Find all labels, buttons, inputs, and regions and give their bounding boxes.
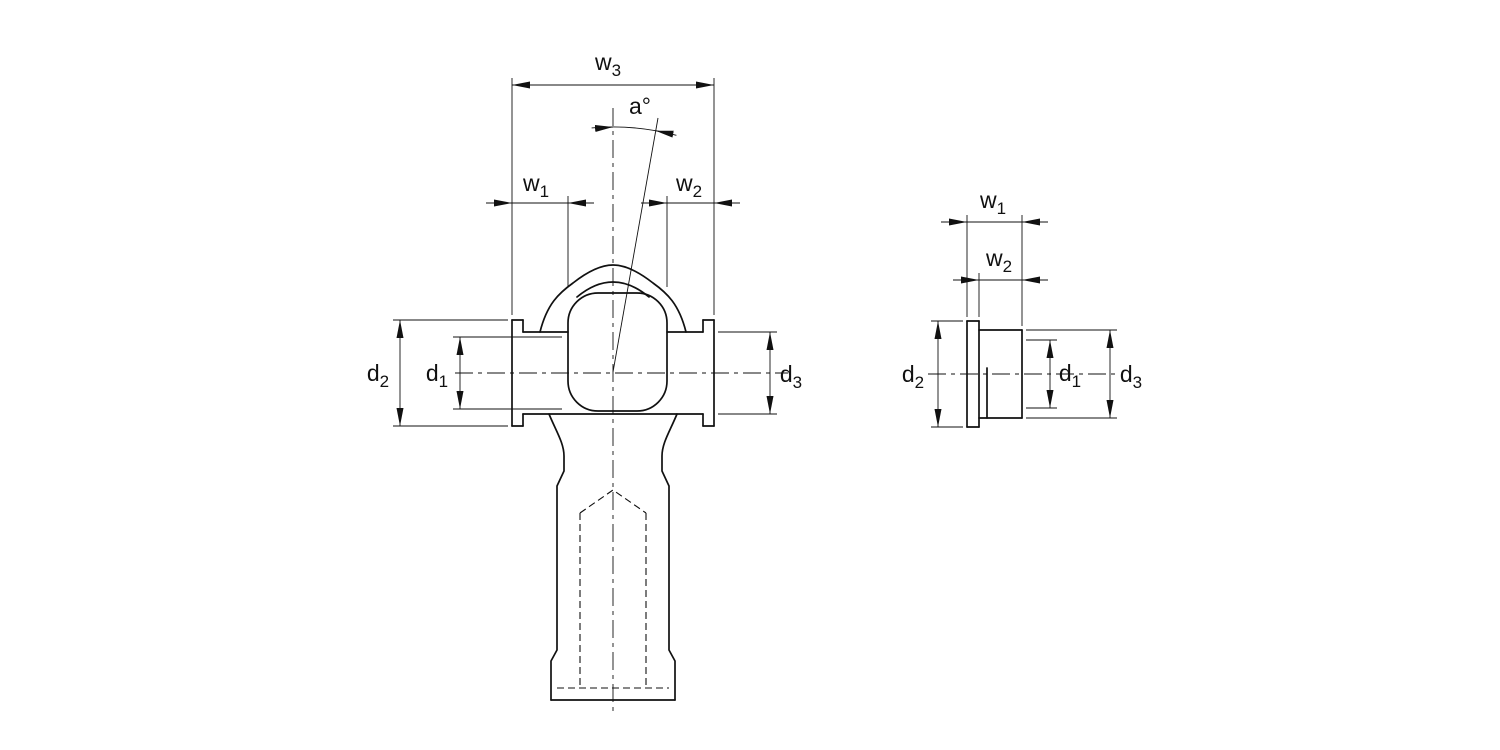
head-dome-inner-arc	[576, 281, 650, 298]
dim-label-d2: d2	[367, 360, 389, 391]
dim-d3-side: d3	[1026, 329, 1142, 419]
dim-label-w1: w1	[522, 170, 549, 201]
dim-label-w3: w3	[594, 49, 621, 80]
dimension-arrow	[655, 130, 674, 138]
dim-label-w2: w2	[675, 170, 702, 201]
dim-w2-front: w2	[641, 170, 740, 287]
shank	[548, 413, 678, 701]
dim-w1-front: w1	[486, 170, 594, 287]
angle-arc	[591, 126, 677, 136]
dim-d2-front: d2	[367, 319, 508, 427]
dim-label-d2: d2	[902, 361, 924, 392]
dim-w3: w3	[511, 49, 715, 315]
dim-label-d3: d3	[780, 361, 802, 392]
dim-d2-side: d2	[902, 320, 963, 428]
front-view: w3 w1 w2 a°	[367, 49, 802, 712]
dim-d1-side: d1	[1026, 339, 1081, 409]
dim-label-w1: w1	[979, 187, 1006, 218]
dim-label-angle: a°	[629, 93, 651, 119]
dim-w2-side: w2	[953, 245, 1048, 317]
ball-outline	[567, 292, 668, 412]
dim-label-w2: w2	[985, 245, 1012, 276]
boss-body	[522, 331, 704, 415]
shank-right-edge	[661, 413, 678, 701]
dim-d3-front: d3	[718, 331, 802, 415]
dim-d1-front: d1	[426, 336, 562, 410]
shank-left-edge	[548, 413, 565, 701]
bushing-flange	[966, 320, 980, 428]
hidden-drill-point	[579, 489, 647, 514]
tilted-axis-line	[612, 117, 659, 373]
dim-label-d3: d3	[1120, 361, 1142, 392]
dim-label-d1: d1	[1059, 360, 1081, 391]
dim-angle: a°	[591, 93, 677, 373]
dimension-arrow	[594, 125, 614, 132]
boss-left-lip	[511, 319, 524, 427]
dim-w1-side: w1	[941, 187, 1048, 326]
bushing-body	[978, 329, 1023, 419]
boss-right-lip	[702, 319, 715, 427]
dim-label-d1: d1	[426, 360, 448, 391]
head-dome-outline	[539, 264, 687, 333]
side-view: w1 w2 d2 d1 d3	[902, 187, 1142, 428]
